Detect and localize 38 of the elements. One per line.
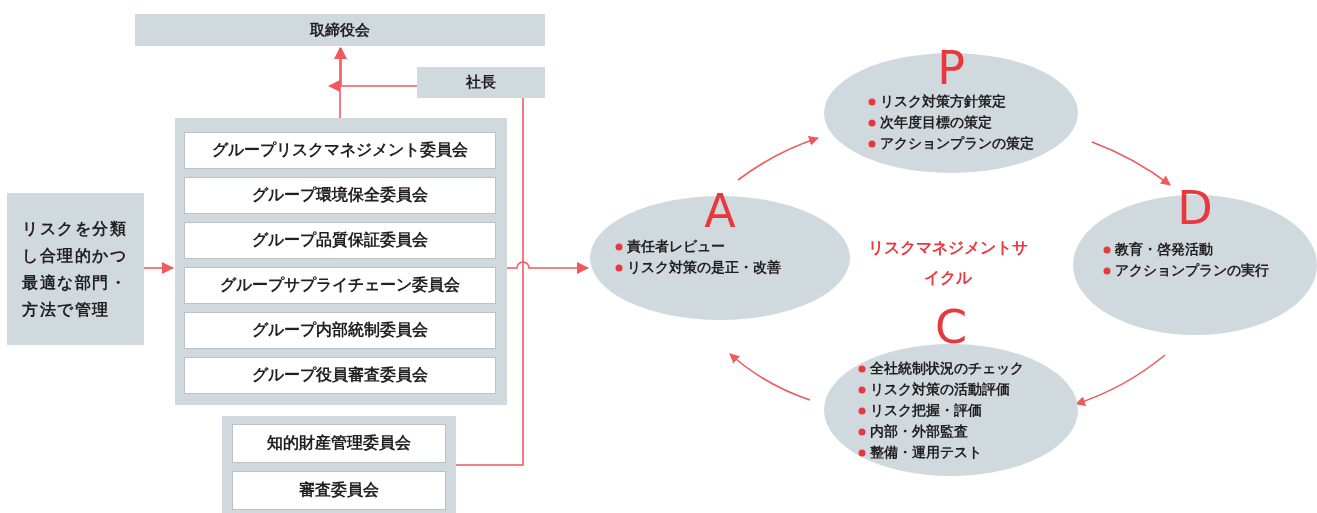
bullet-item: 責任者レビュー xyxy=(627,237,725,256)
phase-letter: D xyxy=(1176,185,1214,231)
arrow xyxy=(328,47,418,92)
committee-box: 知的財産管理委員会 xyxy=(232,424,446,463)
bullet-item: 整備・運用テスト xyxy=(870,443,982,462)
board-box: 取締役会 xyxy=(135,14,545,46)
bullet-item: 全社統制状況のチェック xyxy=(870,359,1024,378)
committee-box: グループサプライチェーン委員会 xyxy=(184,267,496,304)
cycle-title: リスクマネジメントサイクル xyxy=(867,237,1029,289)
policy-box: リスクを分類し合理的かつ最適な部門・方法で管理 xyxy=(7,193,144,345)
connector-line xyxy=(455,97,524,466)
president-box: 社長 xyxy=(417,67,545,98)
phase-letter: A xyxy=(703,188,737,234)
committee-box: グループ環境保全委員会 xyxy=(184,177,496,214)
arrow xyxy=(729,353,811,401)
committee-box: グループ役員審査委員会 xyxy=(184,357,496,394)
arrow xyxy=(506,261,589,274)
arrow xyxy=(143,262,174,274)
committee-box: グループリスクマネジメント委員会 xyxy=(184,132,496,169)
arrow xyxy=(1091,141,1171,186)
bullet-item: アクションプランの策定 xyxy=(880,134,1034,153)
phase-letter: P xyxy=(937,45,965,91)
committee-box: 審査委員会 xyxy=(232,471,446,510)
bullet-item: アクションプランの実行 xyxy=(1115,261,1269,280)
bullet-item: リスク把握・評価 xyxy=(870,401,982,420)
bullet-item: 内部・外部監査 xyxy=(870,422,968,441)
bullet-item: リスク対策方針策定 xyxy=(880,92,1006,111)
committee-box: グループ品質保証委員会 xyxy=(184,222,496,259)
bullet-item: 教育・啓発活動 xyxy=(1115,240,1213,259)
bullet-item: リスク対策の是正・改善 xyxy=(627,258,781,277)
bullet-item: リスク対策の活動評価 xyxy=(870,380,1010,399)
committee-panel xyxy=(222,416,456,513)
arrow xyxy=(1075,354,1166,406)
phase-letter: C xyxy=(933,304,969,350)
committee-box: グループ内部統制委員会 xyxy=(184,312,496,349)
bullet-item: 次年度目標の策定 xyxy=(880,113,992,132)
arrow xyxy=(737,136,819,181)
committee-panel xyxy=(175,118,507,405)
